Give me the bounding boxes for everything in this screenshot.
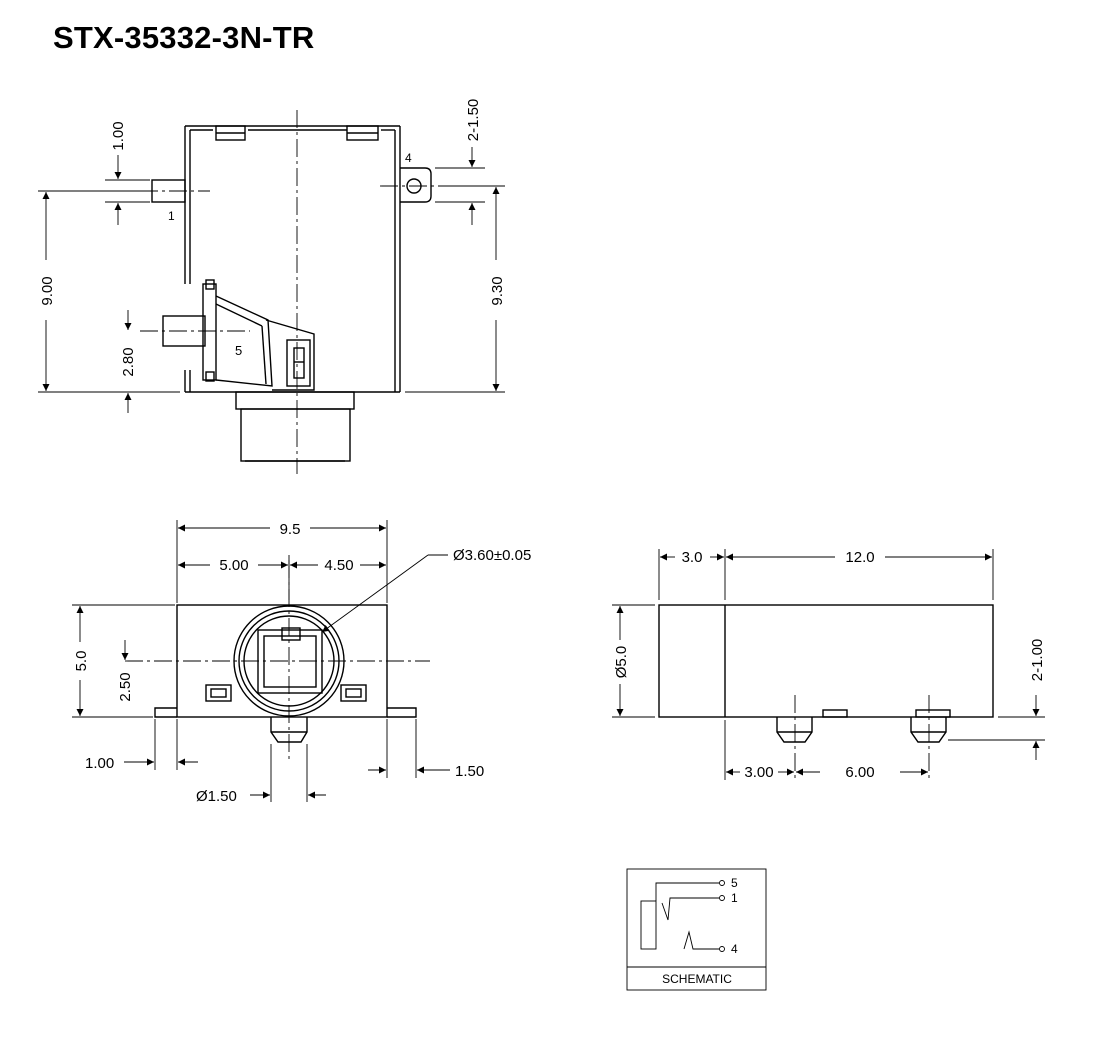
dim-2-1-50-label: 2-1.50: [465, 99, 482, 142]
dim-3-0-12-0: 3.0 12.0: [658, 549, 994, 600]
dim-9-00-label: 9.00: [39, 276, 56, 305]
pin-4-label: 4: [405, 151, 412, 165]
front-view-body: [125, 560, 430, 760]
dim-5-0-label: 5.0: [73, 651, 90, 672]
top-view-body: [140, 110, 444, 474]
side-view-body: [658, 604, 994, 780]
dim-5-0: 5.0: [72, 604, 175, 718]
dim-3-00-6-00: 3.00 6.00: [724, 720, 928, 781]
dim-2-50: 2.50: [117, 640, 134, 702]
dim-3-00-label: 3.00: [744, 764, 773, 781]
dim-4-50-label: 4.50: [324, 557, 353, 574]
schematic-pin-4: 4: [731, 942, 738, 956]
dim-3-0-label: 3.0: [682, 549, 703, 566]
dim-tab-1-50: 1.50: [368, 719, 484, 780]
dim-2-80: 2.80: [120, 310, 137, 413]
dim-dia-5-0-label: Ø5.0: [613, 646, 630, 679]
dim-tab-1-50-label: 1.50: [455, 763, 484, 780]
schematic: SCHEMATIC 5 1 4: [626, 868, 767, 991]
schematic-pin-1: 1: [731, 891, 738, 905]
dim-9-30: 9.30: [405, 185, 510, 393]
pin-1-label: 1: [168, 209, 175, 223]
side-view: 3.0 12.0 Ø5.0 2-1.00 3.00: [612, 549, 1046, 781]
dim-2-80-label: 2.80: [120, 347, 137, 376]
schematic-pin-5: 5: [731, 876, 738, 890]
dim-2-1-00: 2-1.00: [948, 639, 1046, 760]
pin-5-label: 5: [235, 343, 242, 358]
dim-9-00: 9.00: [34, 190, 180, 393]
dim-12-0-label: 12.0: [845, 549, 874, 566]
dim-tab-1-00-label: 1.00: [85, 755, 114, 772]
dim-6-00-label: 6.00: [845, 764, 874, 781]
dim-9-5: 9.5: [176, 520, 388, 603]
dim-bore-label: Ø3.60±0.05: [453, 547, 531, 564]
top-view: 1.00 1 4 5 2-1.50 9.00: [34, 99, 510, 474]
dim-bore: Ø3.60±0.05: [321, 547, 531, 633]
dim-1-00: 1.00: [105, 121, 150, 225]
dim-2-1-00-label: 2-1.00: [1029, 639, 1046, 682]
dim-1-00-label: 1.00: [110, 121, 127, 150]
dim-9-5-label: 9.5: [280, 521, 301, 538]
dim-pin-dia: Ø1.50: [196, 744, 326, 805]
dim-9-30-label: 9.30: [489, 276, 506, 305]
dim-pin-dia-label: Ø1.50: [196, 788, 237, 805]
drawing-title: STX-35332-3N-TR: [53, 20, 315, 55]
front-view: 9.5 5.00 4.50 Ø3.60±0.05 5.0: [72, 520, 531, 805]
dim-5-00-4-50: 5.00 4.50: [178, 555, 386, 600]
dim-dia-5-0: Ø5.0: [612, 604, 655, 718]
dim-tab-1-00: 1.00: [85, 719, 198, 772]
dim-5-00-label: 5.00: [219, 557, 248, 574]
dim-2-1-50: 2-1.50: [435, 99, 485, 225]
schematic-caption: SCHEMATIC: [662, 972, 732, 986]
dim-2-50-label: 2.50: [117, 672, 134, 701]
